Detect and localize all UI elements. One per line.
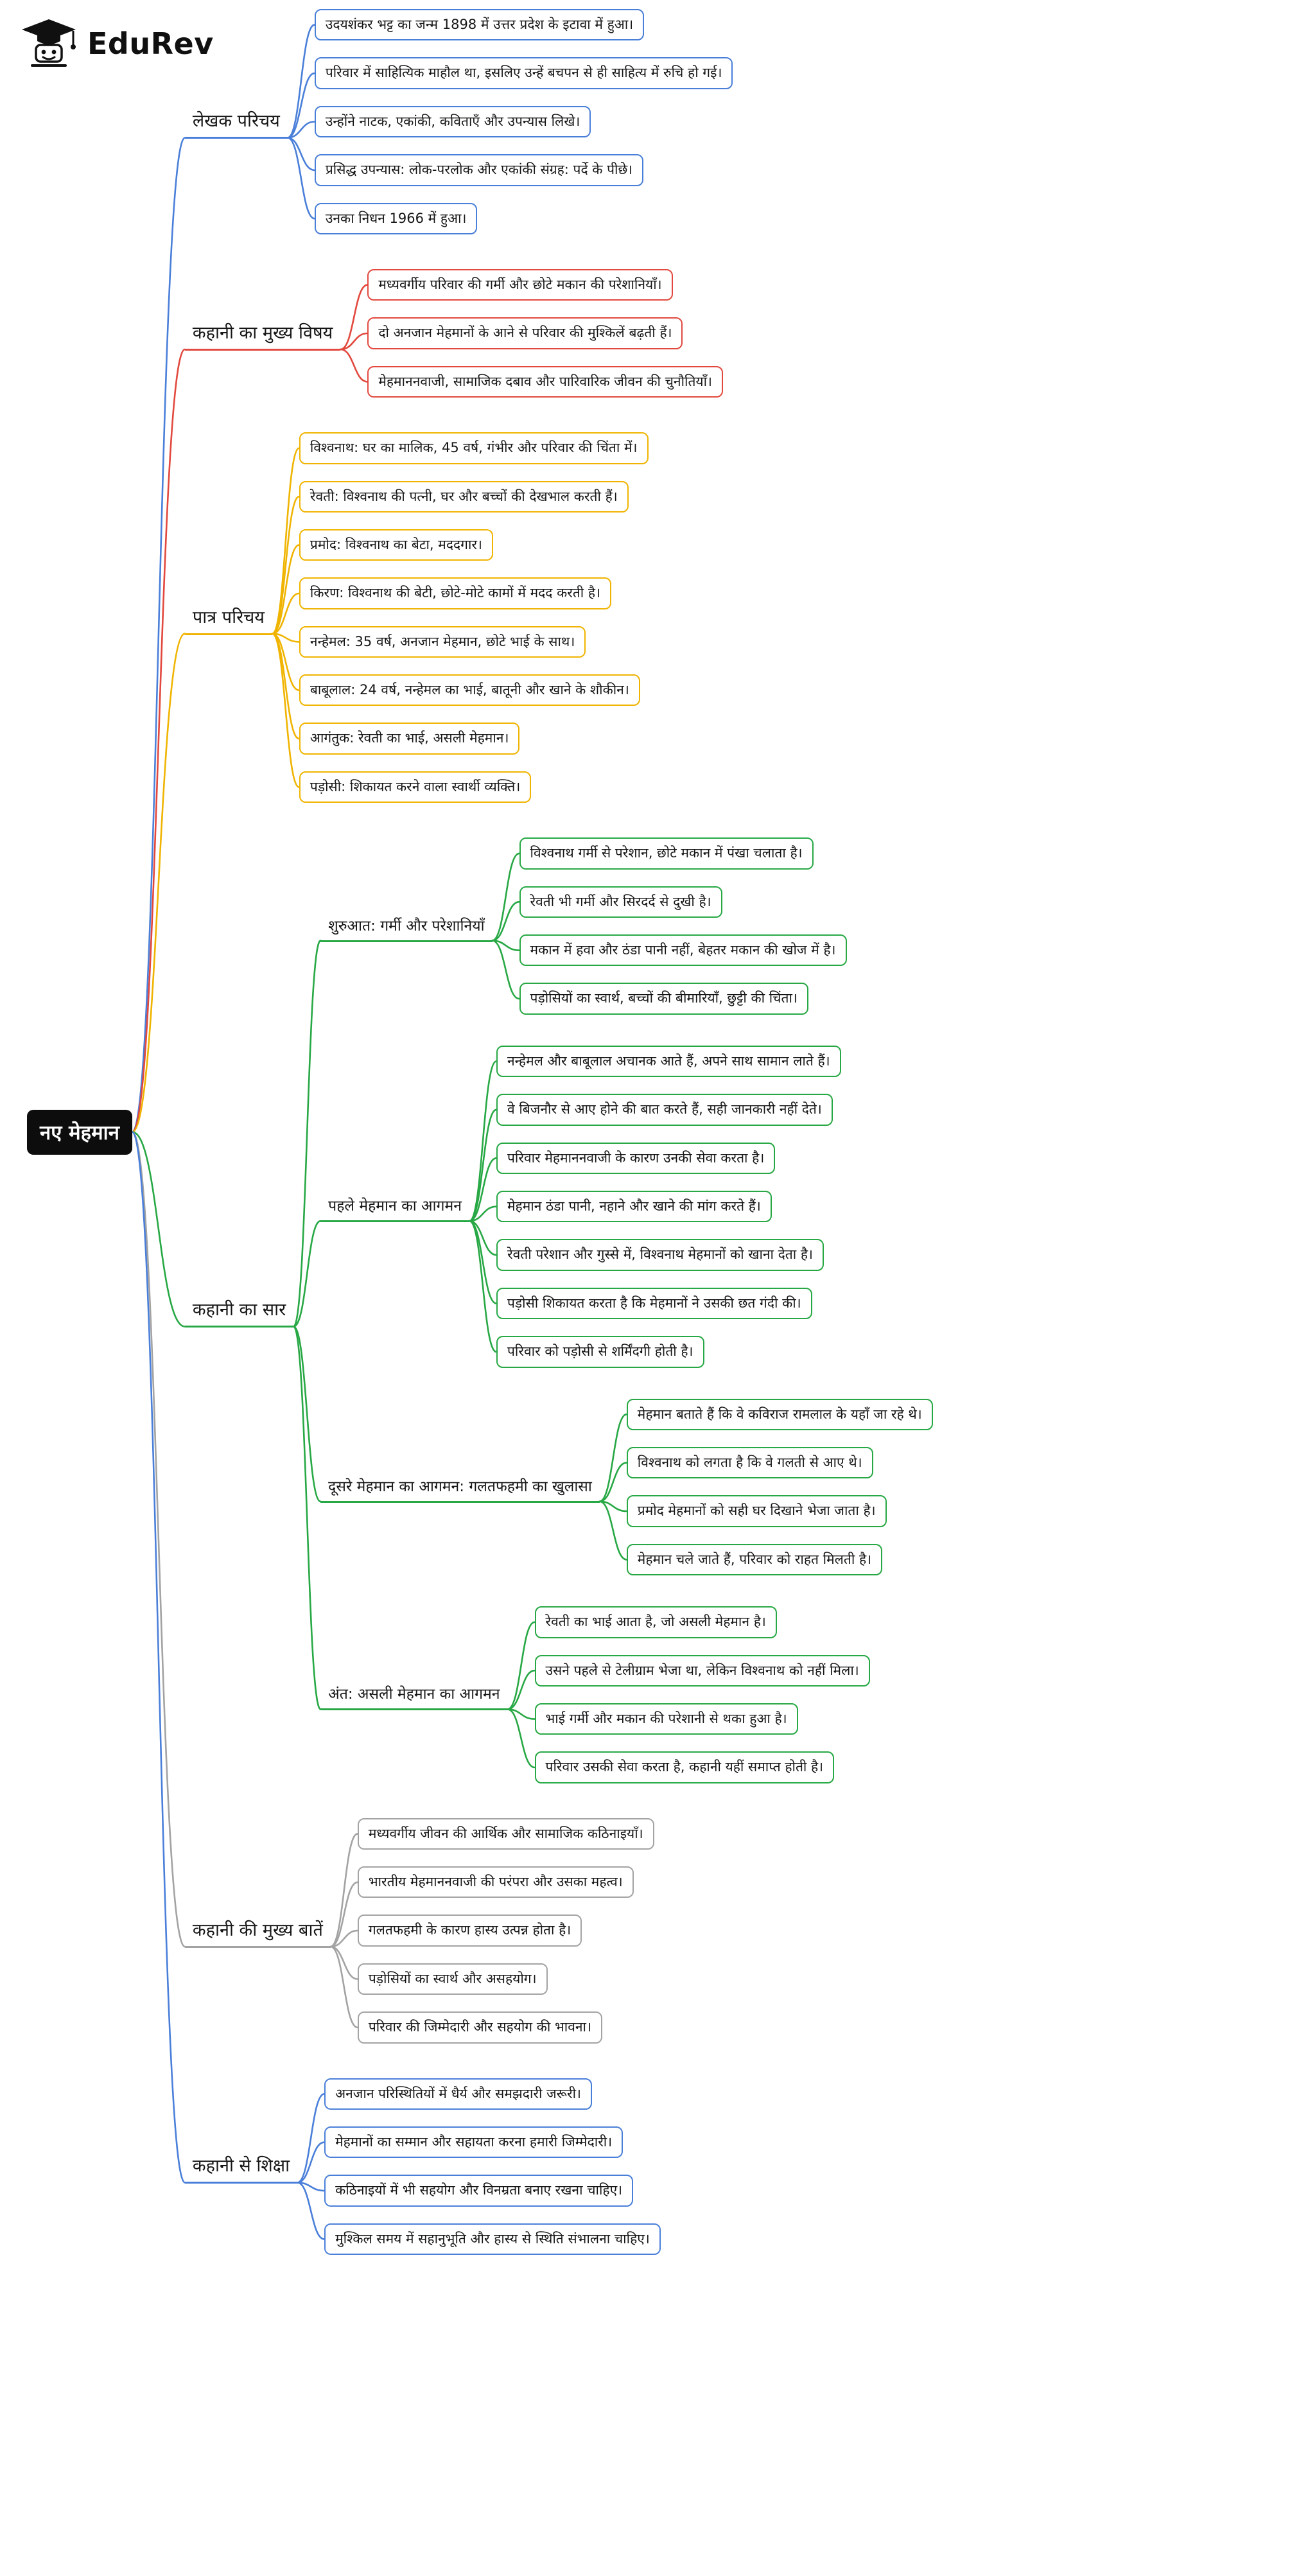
- central-topic: नए मेहमान: [27, 1109, 132, 1155]
- topic-node: कठिनाइयों में भी सहयोग और विनम्रता बनाए …: [324, 2175, 634, 2207]
- sub-branch-label: पहले मेहमान का आगमन: [320, 1191, 469, 1223]
- topic-node: मध्यवर्गीय परिवार की गर्मी और छोटे मकान …: [367, 268, 673, 301]
- leaf-group: विश्वनाथ गर्मी से परेशान, छोटे मकान में …: [519, 837, 847, 1015]
- sub-branch-beginning: शुरुआत: गर्मी और परेशानियाँ विश्वनाथ गर्…: [320, 837, 847, 1015]
- leaf-group: रेवती का भाई आता है, जो असली मेहमान है। …: [534, 1606, 870, 1783]
- topic-node: नन्हेमल और बाबूलाल अचानक आते हैं, अपने स…: [496, 1045, 841, 1078]
- topic-node: परिवार उसकी सेवा करता है, कहानी यहीं समा…: [534, 1751, 835, 1783]
- mindmap: नए मेहमान लेखक परिचय उदयशंकर भट्ट का जन्…: [27, 9, 933, 2256]
- sub-branch-real-guest: अंत: असली मेहमान का आगमन रेवती का भाई आत…: [320, 1606, 870, 1783]
- branch-lessons: कहानी से शिक्षा अनजान परिस्थितियों में ध…: [184, 2078, 661, 2256]
- branch-label: कहानी का मुख्य विषय: [184, 316, 341, 351]
- topic-node: भाई गर्मी और मकान की परेशानी से थका हुआ …: [534, 1703, 798, 1735]
- topic-node: मकान में हवा और ठंडा पानी नहीं, बेहतर मक…: [519, 934, 847, 967]
- topic-node: गलतफहमी के कारण हास्य उत्पन्न होता है।: [357, 1914, 582, 1947]
- topic-node: मेहमान चले जाते हैं, परिवार को राहत मिलत…: [626, 1543, 883, 1576]
- branch-label: कहानी की मुख्य बातें: [184, 1913, 331, 1949]
- topic-node: नन्हेमल: 35 वर्ष, अनजान मेहमान, छोटे भाई…: [299, 626, 586, 658]
- sub-branch-label: अंत: असली मेहमान का आगमन: [320, 1679, 508, 1711]
- topic-node: परिवार को पड़ोसी से शर्मिंदगी होती है।: [496, 1336, 704, 1368]
- topic-node: पड़ोसियों का स्वार्थ, बच्चों की बीमारिया…: [519, 983, 808, 1015]
- branch-label: पात्र परिचय: [184, 600, 272, 635]
- branch-label: लेखक परिचय: [184, 104, 288, 139]
- topic-node: रेवती: विश्वनाथ की पत्नी, घर और बच्चों क…: [299, 480, 629, 513]
- branch-label: कहानी से शिक्षा: [184, 2149, 298, 2184]
- topic-node: परिवार में साहित्यिक माहौल था, इसलिए उन्…: [314, 57, 733, 89]
- topic-node: उसने पहले से टेलीग्राम भेजा था, लेकिन वि…: [534, 1654, 870, 1687]
- topic-node: मेहमाननवाजी, सामाजिक दबाव और पारिवारिक ज…: [367, 365, 723, 398]
- topic-node: प्रमोद मेहमानों को सही घर दिखाने भेजा जा…: [626, 1495, 887, 1527]
- topic-node: किरण: विश्वनाथ की बेटी, छोटे-मोटे कामों …: [299, 577, 612, 609]
- topic-node: रेवती भी गर्मी और सिरदर्द से दुखी है।: [519, 886, 722, 918]
- topic-node: प्रमोद: विश्वनाथ का बेटा, मददगार।: [299, 529, 493, 561]
- leaf-group: नन्हेमल और बाबूलाल अचानक आते हैं, अपने स…: [496, 1045, 841, 1368]
- topic-node: मुश्किल समय में सहानुभूति और हास्य से स्…: [324, 2223, 661, 2256]
- sub-branch-label: दूसरे मेहमान का आगमन: गलतफहमी का खुलासा: [320, 1471, 600, 1503]
- root-row: नए मेहमान लेखक परिचय उदयशंकर भट्ट का जन्…: [27, 9, 933, 2256]
- graduation-cap-icon: [22, 19, 76, 67]
- leaf-group: मेहमान बताते हैं कि वे कविराज रामलाल के …: [626, 1398, 933, 1576]
- branch-story-summary: कहानी का सार शुरुआत: गर्मी और परेशानियाँ…: [184, 837, 933, 1783]
- topic-node: परिवार मेहमाननवाजी के कारण उनकी सेवा करत…: [496, 1142, 776, 1174]
- topic-node: दो अनजान मेहमानों के आने से परिवार की मु…: [367, 317, 683, 349]
- branch-author-intro: लेखक परिचय उदयशंकर भट्ट का जन्म 1898 में…: [184, 9, 733, 234]
- topic-node: पड़ोसी: शिकायत करने वाला स्वार्थी व्यक्त…: [299, 771, 532, 803]
- topic-node: उनका निधन 1966 में हुआ।: [314, 202, 478, 234]
- topic-node: विश्वनाथ को लगता है कि वे गलती से आए थे।: [626, 1446, 873, 1479]
- branch-characters: पात्र परिचय विश्वनाथ: घर का मालिक, 45 वर…: [184, 432, 649, 803]
- topic-node: परिवार की जिम्मेदारी और सहयोग की भावना।: [357, 2011, 602, 2044]
- subbranch-group: शुरुआत: गर्मी और परेशानियाँ विश्वनाथ गर्…: [320, 837, 933, 1783]
- topic-node: विश्वनाथ गर्मी से परेशान, छोटे मकान में …: [519, 837, 814, 870]
- branch-key-points: कहानी की मुख्य बातें मध्यवर्गीय जीवन की …: [184, 1818, 654, 2044]
- topic-node: रेवती का भाई आता है, जो असली मेहमान है।: [534, 1606, 777, 1638]
- leaf-group: अनजान परिस्थितियों में धैर्य और समझदारी …: [324, 2078, 661, 2256]
- sub-branch-second-guests-revelation: दूसरे मेहमान का आगमन: गलतफहमी का खुलासा …: [320, 1398, 933, 1576]
- topic-node: पड़ोसियों का स्वार्थ और असहयोग।: [357, 1963, 548, 1995]
- brand-text: EduRev: [87, 26, 214, 61]
- sub-branch-label: शुरुआत: गर्मी और परेशानियाँ: [320, 911, 493, 942]
- branch-label: कहानी का सार: [184, 1293, 294, 1328]
- topic-node: मेहमान बताते हैं कि वे कविराज रामलाल के …: [626, 1398, 933, 1430]
- topic-node: पड़ोसी शिकायत करता है कि मेहमानों ने उसक…: [496, 1287, 812, 1320]
- topic-node: उदयशंकर भट्ट का जन्म 1898 में उत्तर प्रद…: [314, 9, 645, 41]
- sub-branch-first-guests: पहले मेहमान का आगमन नन्हेमल और बाबूलाल अ…: [320, 1045, 841, 1368]
- topic-node: वे बिजनौर से आए होने की बात करते हैं, सह…: [496, 1094, 833, 1126]
- topic-node: मध्यवर्गीय जीवन की आर्थिक और सामाजिक कठि…: [357, 1818, 654, 1850]
- topic-node: प्रसिद्ध उपन्यास: लोक-परलोक और एकांकी सं…: [314, 154, 644, 186]
- leaf-group: मध्यवर्गीय परिवार की गर्मी और छोटे मकान …: [367, 268, 723, 398]
- topic-node: उन्होंने नाटक, एकांकी, कविताएँ और उपन्या…: [314, 105, 591, 138]
- topic-node: भारतीय मेहमाननवाजी की परंपरा और उसका महत…: [357, 1866, 634, 1898]
- topic-node: मेहमान ठंडा पानी, नहाने और खाने की मांग …: [496, 1190, 772, 1223]
- leaf-group: मध्यवर्गीय जीवन की आर्थिक और सामाजिक कठि…: [357, 1818, 654, 2044]
- topic-node: बाबूलाल: 24 वर्ष, नन्हेमल का भाई, बातूनी…: [299, 674, 640, 706]
- leaf-group: विश्वनाथ: घर का मालिक, 45 वर्ष, गंभीर और…: [299, 432, 649, 803]
- topic-node: अनजान परिस्थितियों में धैर्य और समझदारी …: [324, 2078, 592, 2110]
- leaf-group: उदयशंकर भट्ट का जन्म 1898 में उत्तर प्रद…: [314, 9, 733, 234]
- topic-node: विश्वनाथ: घर का मालिक, 45 वर्ष, गंभीर और…: [299, 432, 649, 464]
- topic-node: आगंतुक: रेवती का भाई, असली मेहमान।: [299, 723, 520, 755]
- topic-node: मेहमानों का सम्मान और सहायता करना हमारी …: [324, 2126, 623, 2159]
- topic-node: रेवती परेशान और गुस्से में, विश्वनाथ मेह…: [496, 1239, 824, 1271]
- branch-group: लेखक परिचय उदयशंकर भट्ट का जन्म 1898 में…: [184, 9, 933, 2256]
- branch-main-theme: कहानी का मुख्य विषय मध्यवर्गीय परिवार की…: [184, 268, 723, 398]
- edurev-logo: EduRev: [19, 17, 214, 71]
